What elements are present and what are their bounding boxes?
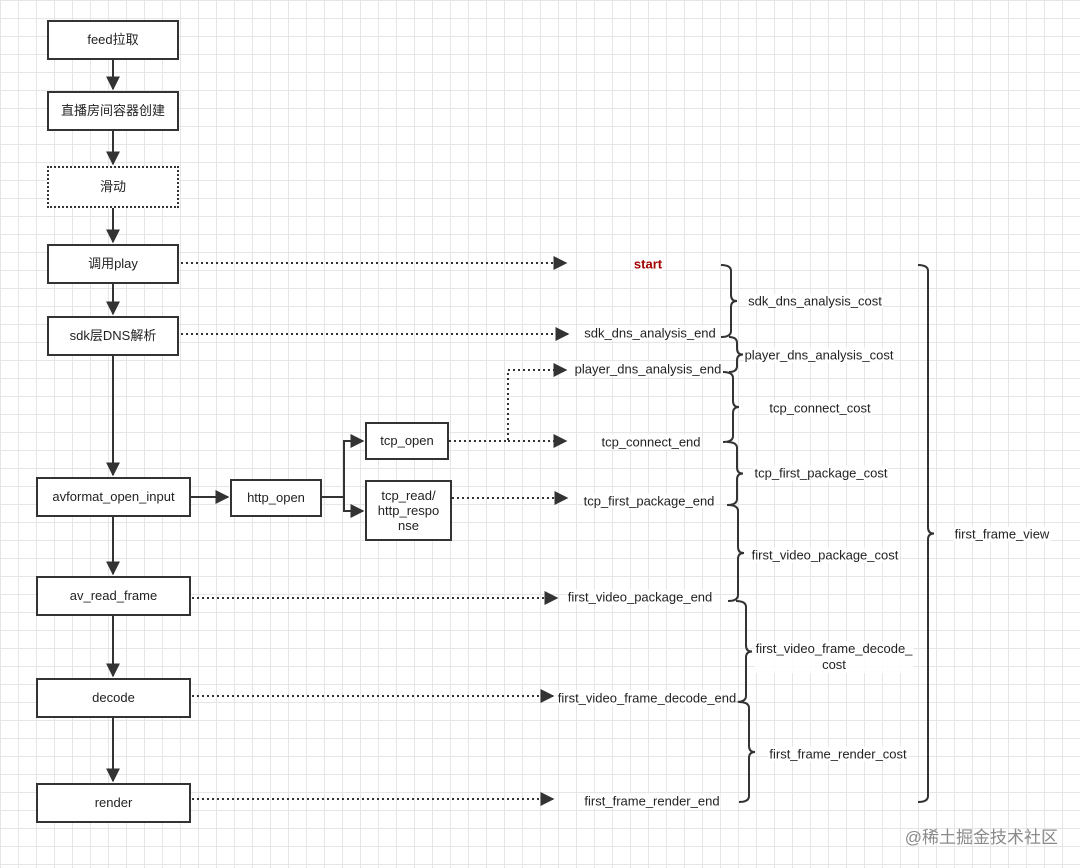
brace-tcp-first-package-cost <box>726 441 744 506</box>
cost-first-frame-view: first_frame_view <box>953 526 1051 542</box>
event-sdk-dns-analysis-end: sdk_dns_analysis_end <box>583 325 717 341</box>
watermark-text: @稀土掘金技术社区 <box>904 828 1058 847</box>
brace-first-frame-view <box>917 264 935 803</box>
swipe-box: 滑动 <box>47 166 179 208</box>
av-read-frame-box: av_read_frame <box>36 576 191 616</box>
cost-first-frame-render: first_frame_render_cost <box>768 746 908 762</box>
event-first-video-package-end: first_video_package_end <box>566 589 714 605</box>
event-first-video-frame-decode-end: first_video_frame_decode_end <box>556 690 738 706</box>
event-dotted-arrow <box>449 363 568 442</box>
render-box: render <box>36 783 191 823</box>
branch-arrow <box>322 434 365 498</box>
cost-first-video-package: first_video_package_cost <box>750 547 900 563</box>
avformat-open-input-box: avformat_open_input <box>36 477 191 517</box>
brace-first-video-frame-decode-cost <box>735 600 753 703</box>
event-first-frame-render-end: first_frame_render_end <box>583 793 721 809</box>
sdk-dns-box: sdk层DNS解析 <box>47 316 179 356</box>
cost-tcp-connect: tcp_connect_cost <box>768 400 872 416</box>
brace-player-dns-analysis-cost <box>728 336 744 373</box>
event-tcp-first-package-end: tcp_first_package_end <box>582 493 716 509</box>
container-create-box: 直播房间容器创建 <box>47 91 179 131</box>
feed-box: feed拉取 <box>47 20 179 60</box>
event-player-dns-analysis-end: player_dns_analysis_end <box>573 361 723 377</box>
brace-sdk-dns-analysis-cost <box>720 264 738 338</box>
cost-player-dns-analysis: player_dns_analysis_cost <box>743 347 895 363</box>
cost-sdk-dns-analysis: sdk_dns_analysis_cost <box>747 293 883 309</box>
brace-first-video-package-cost <box>727 504 745 602</box>
cost-first-video-frame-decode: first_video_frame_decode_ cost <box>754 641 914 673</box>
brace-tcp-connect-cost <box>722 371 740 443</box>
brace-first-frame-render-cost <box>738 701 756 803</box>
play-box: 调用play <box>47 244 179 284</box>
cost-tcp-first-package: tcp_first_package_cost <box>753 465 889 481</box>
http-open-box: http_open <box>230 479 322 517</box>
event-tcp-connect-end: tcp_connect_end <box>600 434 702 450</box>
tcp-open-box: tcp_open <box>365 422 449 460</box>
branch-arrow <box>343 497 365 518</box>
decode-box: decode <box>36 678 191 718</box>
tcp-read-box: tcp_read/ http_respo nse <box>365 480 452 541</box>
event-start: start <box>632 256 664 272</box>
